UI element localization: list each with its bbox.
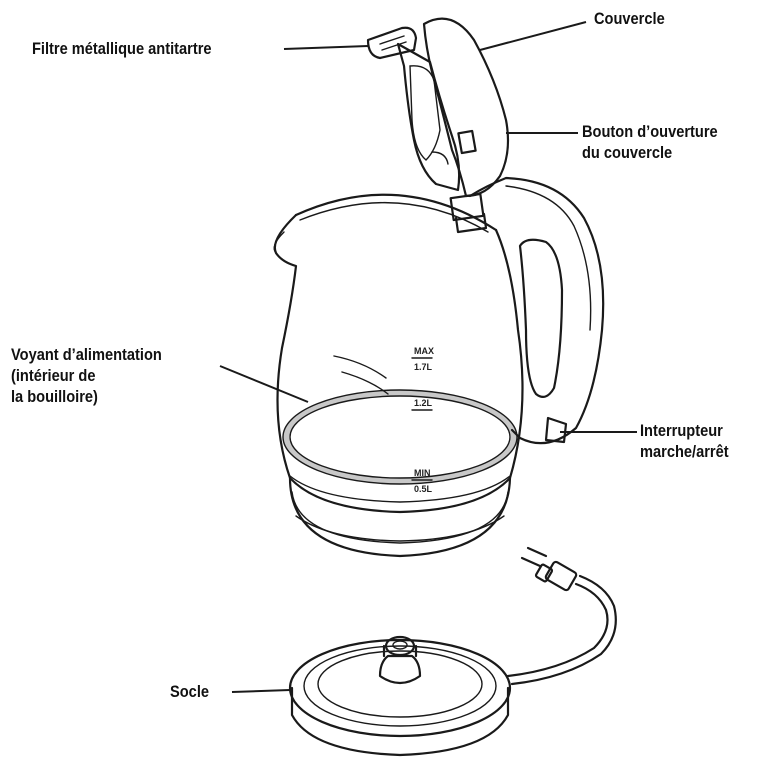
max-mark: MAX [414,346,434,356]
power-light-label-line2: (intérieur de [11,366,96,385]
base-label: Socle [170,682,210,701]
min-mark: MIN [414,468,431,478]
lid-button-label-line1: Bouton d’ouverture [582,122,718,141]
switch-label: Interrupteur marche/arrêt [640,420,729,462]
min-volume-mark: 0.5L [414,484,433,494]
hinge [449,192,488,234]
power-light-label-line1: Voyant d’alimentation [11,345,162,364]
lid-label: Couvercle [594,9,665,28]
base-drawing [288,635,512,757]
power-light-label-line3: la bouilloire) [11,387,98,406]
leader-lines [219,21,637,693]
power-light-label: Voyant d’alimentation (intérieur de la b… [11,344,162,407]
cord-and-plug [506,546,617,686]
lid-drawing [366,17,510,198]
switch-label-line1: Interrupteur [640,421,723,440]
kettle-body-drawing: MAX 1.7L 1.2L MIN 0.5L [273,176,605,558]
switch-label-line2: marche/arrêt [640,442,729,461]
lid-button-label: Bouton d’ouverture du couvercle [582,121,718,163]
max-volume-mark: 1.7L [414,362,433,372]
lid-button-label-line2: du couvercle [582,143,673,162]
filter-label: Filtre métallique antitartre [32,39,212,58]
mid-volume-mark: 1.2L [414,398,433,408]
